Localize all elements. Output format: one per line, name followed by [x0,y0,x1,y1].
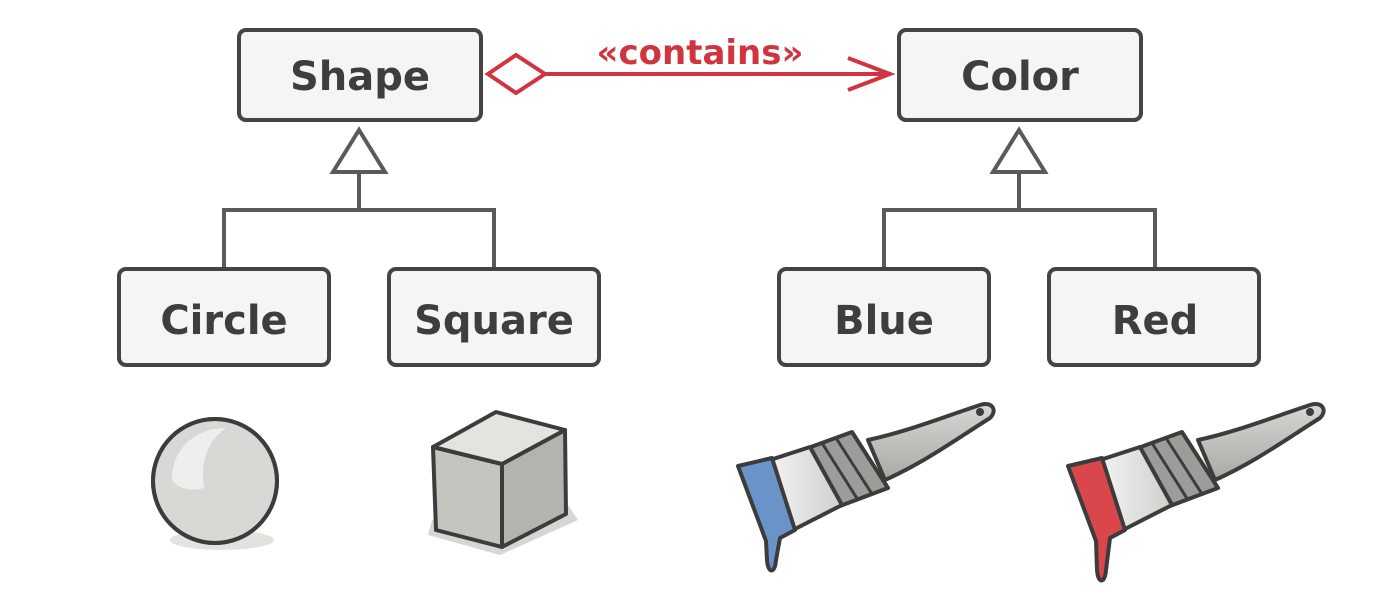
shape-inheritance-connector [222,126,496,268]
inheritance-arrowhead-shape [329,126,389,174]
class-box-shape: Shape [237,28,483,122]
class-label-blue: Blue [834,298,934,344]
association-arrowhead [847,56,896,92]
red-paintbrush-icon [1066,402,1326,583]
class-box-blue: Blue [777,267,991,367]
class-label-shape: Shape [290,54,430,100]
class-label-color: Color [961,54,1079,100]
blue-paint [736,456,797,573]
class-label-red: Red [1112,298,1199,344]
aggregation-diamond [484,52,549,96]
red-paint [1066,456,1127,583]
sphere-icon [151,417,279,550]
inheritance-arrowhead-color [989,126,1049,174]
contains-association: «contains» [484,33,896,96]
color-inheritance-connector [882,126,1157,268]
class-box-square: Square [387,267,601,367]
cube-icon [428,410,578,555]
class-box-color: Color [897,28,1143,122]
class-label-circle: Circle [160,298,287,344]
blue-paintbrush-icon [736,402,996,573]
class-box-circle: Circle [117,267,331,367]
contains-label: «contains» [597,33,804,73]
class-label-square: Square [414,298,574,344]
class-box-red: Red [1047,267,1261,367]
